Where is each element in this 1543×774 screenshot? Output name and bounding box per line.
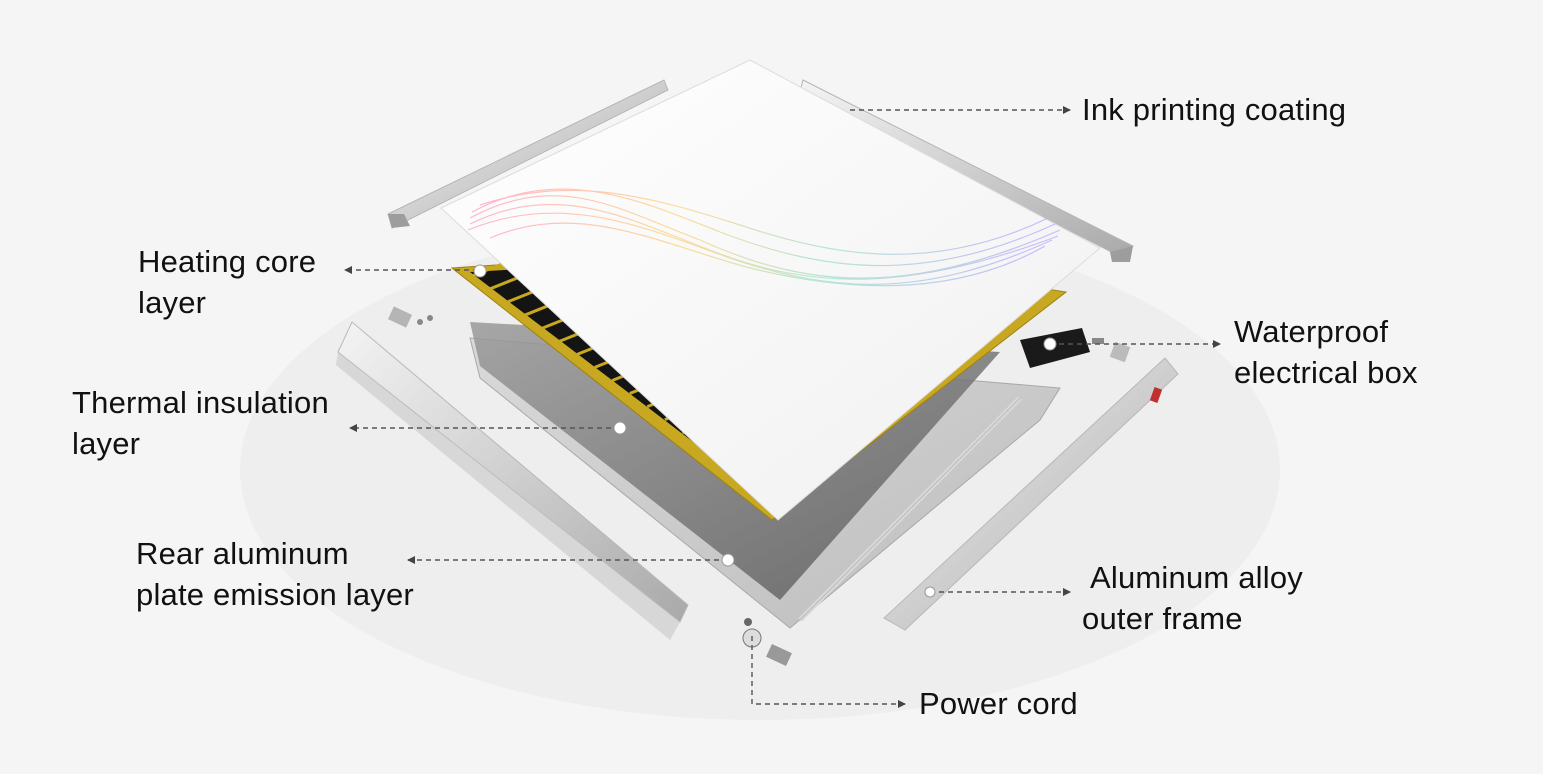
label-aluminum-alloy-outer-frame: Aluminum alloy outer frame xyxy=(1082,557,1303,639)
label-outer-frame-line1: Aluminum alloy xyxy=(1082,557,1303,598)
thermal-insulation-dot xyxy=(614,422,626,434)
label-heating-core-line1: Heating core xyxy=(138,241,316,282)
label-rear-plate-line2: plate emission layer xyxy=(136,574,414,615)
heating-core-dot xyxy=(474,265,486,277)
label-ink-printing-coating: Ink printing coating xyxy=(1082,89,1346,130)
label-rear-aluminum-plate: Rear aluminum plate emission layer xyxy=(136,533,414,615)
label-ink-printing-coating-line1: Ink printing coating xyxy=(1082,89,1346,130)
label-thermal-insulation-line1: Thermal insulation xyxy=(72,382,329,423)
label-heating-core-layer: Heating core layer xyxy=(138,241,316,323)
label-thermal-insulation-layer: Thermal insulation layer xyxy=(72,382,329,464)
label-waterproof-line2: electrical box xyxy=(1234,352,1418,393)
label-power-cord: Power cord xyxy=(919,683,1078,724)
label-thermal-insulation-line2: layer xyxy=(72,423,329,464)
rear-plate-dot xyxy=(722,554,734,566)
waterproof-box-dot xyxy=(1044,338,1056,350)
label-waterproof-electrical-box: Waterproof electrical box xyxy=(1234,311,1418,393)
label-waterproof-line1: Waterproof xyxy=(1234,311,1418,352)
label-power-cord-line1: Power cord xyxy=(919,683,1078,724)
label-outer-frame-line2: outer frame xyxy=(1082,598,1303,639)
label-heating-core-line2: layer xyxy=(138,282,316,323)
label-rear-plate-line1: Rear aluminum xyxy=(136,533,414,574)
outer-frame-dot xyxy=(925,587,935,597)
